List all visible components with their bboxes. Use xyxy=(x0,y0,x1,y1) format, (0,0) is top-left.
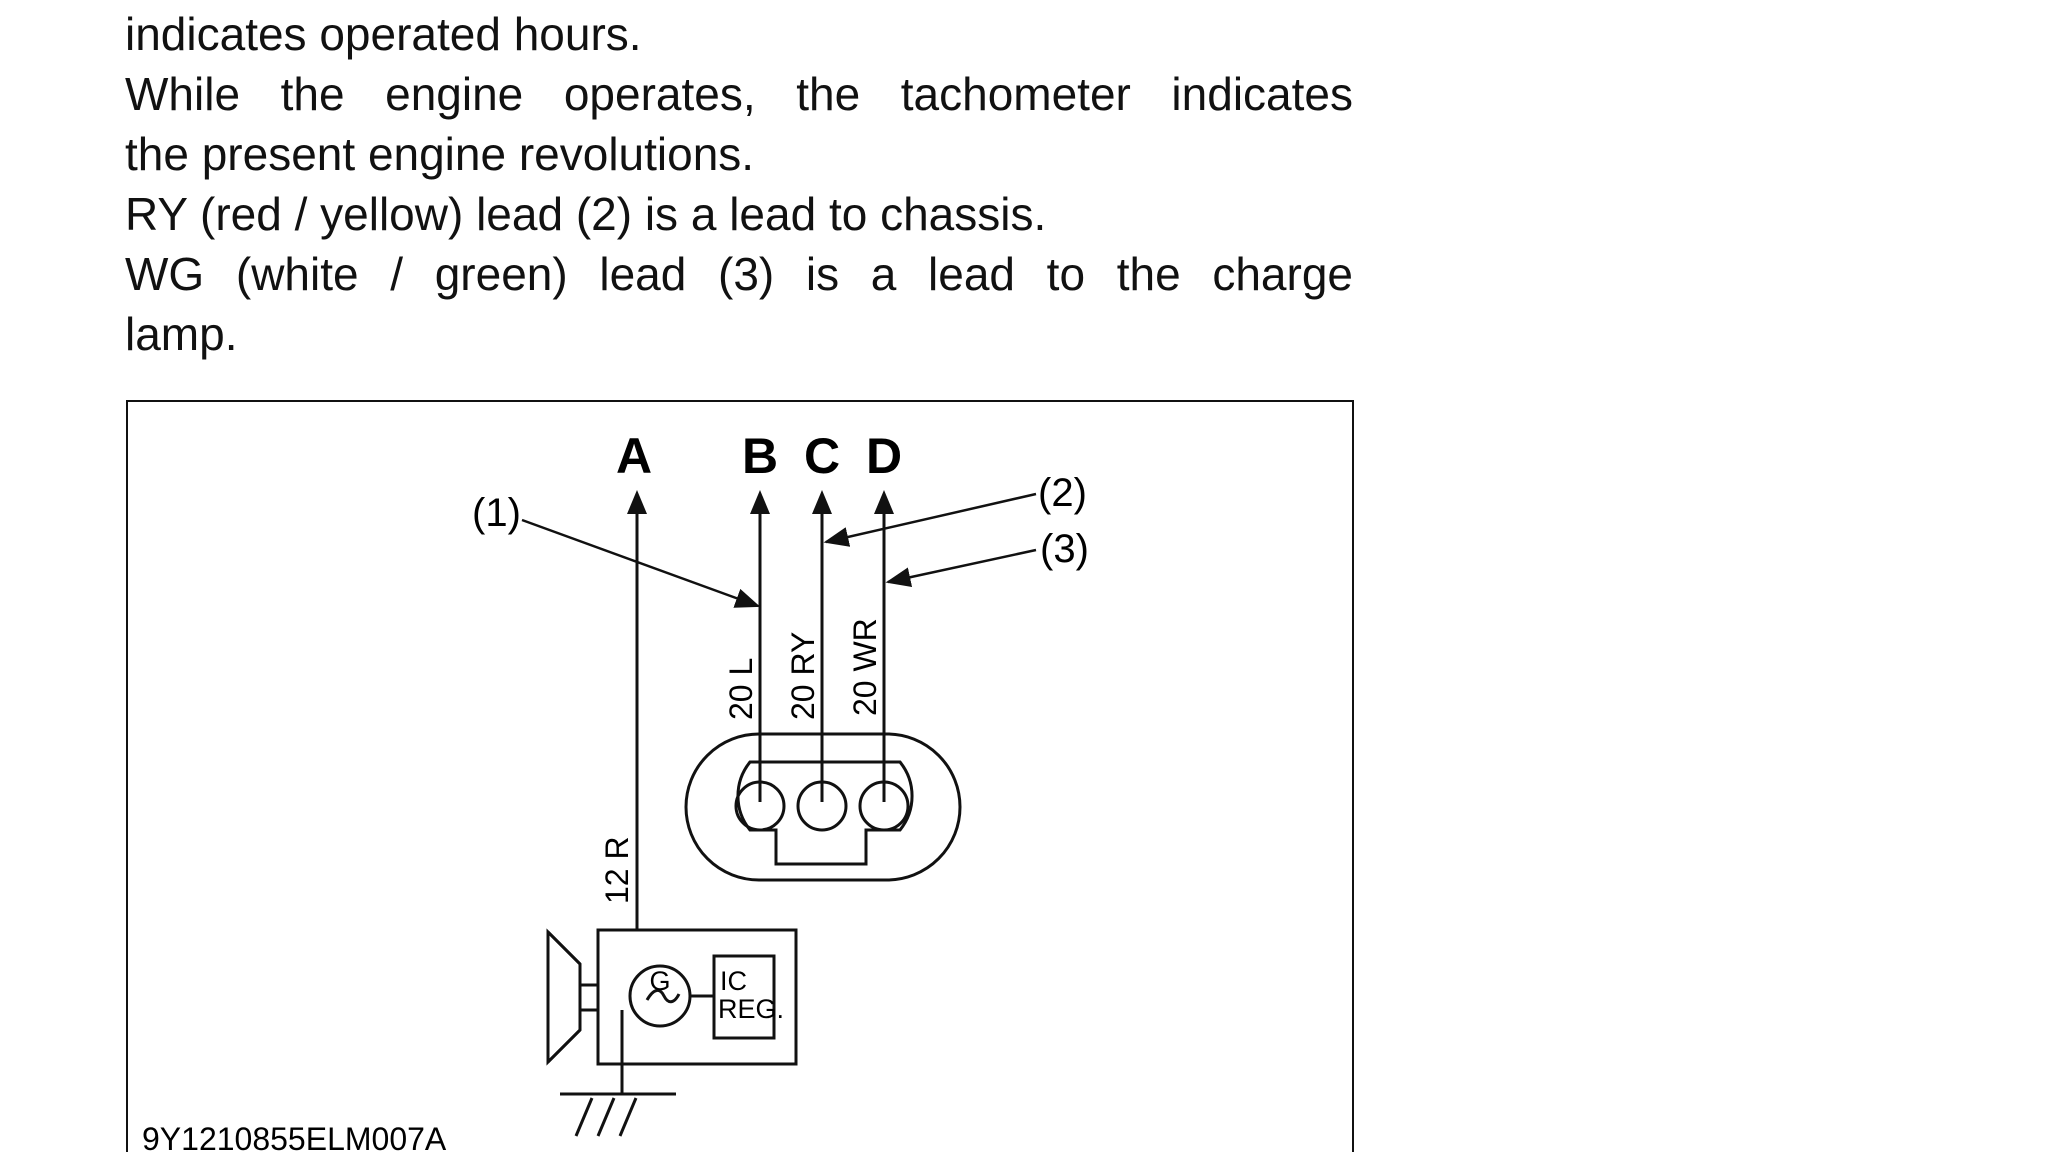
arrow-d-icon xyxy=(874,490,894,514)
callout-2-label: (2) xyxy=(1038,471,1087,515)
arrow-b-icon xyxy=(750,490,770,514)
ic-reg-line2: REG. xyxy=(718,994,784,1024)
ic-reg-line1: IC xyxy=(720,966,747,996)
terminal-b-label: B xyxy=(742,428,778,484)
text-line: indicates operated hours. xyxy=(125,8,642,60)
text-line: While the engine operates, the tachomete… xyxy=(125,68,1353,120)
arrow-c-icon xyxy=(812,490,832,514)
terminal-a-label: A xyxy=(616,428,652,484)
body-text: indicates operated hours. While the engi… xyxy=(125,4,1353,364)
text-line: WG (white / green) lead (3) is a lead to… xyxy=(125,248,1353,300)
alternator xyxy=(546,928,798,1137)
callout-2-leader xyxy=(823,492,1037,547)
connector xyxy=(684,732,962,882)
arrow-a-icon xyxy=(627,490,647,514)
terminal-d-label: D xyxy=(866,428,902,484)
wire-label-20ry: 20 RY xyxy=(785,632,821,720)
callout-1-leader xyxy=(521,518,761,608)
terminal-c-label: C xyxy=(804,428,840,484)
wiring-diagram-frame xyxy=(126,400,1354,1152)
wire-label-20l: 20 L xyxy=(723,658,759,720)
callout-3-leader xyxy=(885,548,1037,588)
generator-g-label: G xyxy=(649,966,670,996)
figure-code: 9Y1210855ELM007A xyxy=(142,1121,447,1152)
text-line: RY (red / yellow) lead (2) is a lead to … xyxy=(125,188,1047,240)
text-line: the present engine revolutions. xyxy=(125,128,755,180)
callout-3-label: (3) xyxy=(1040,527,1089,571)
wire-label-20wr: 20 WR xyxy=(847,618,883,716)
text-line: lamp. xyxy=(125,308,238,360)
callout-1-label: (1) xyxy=(472,491,521,535)
wire-label-12r: 12 R xyxy=(599,836,635,904)
